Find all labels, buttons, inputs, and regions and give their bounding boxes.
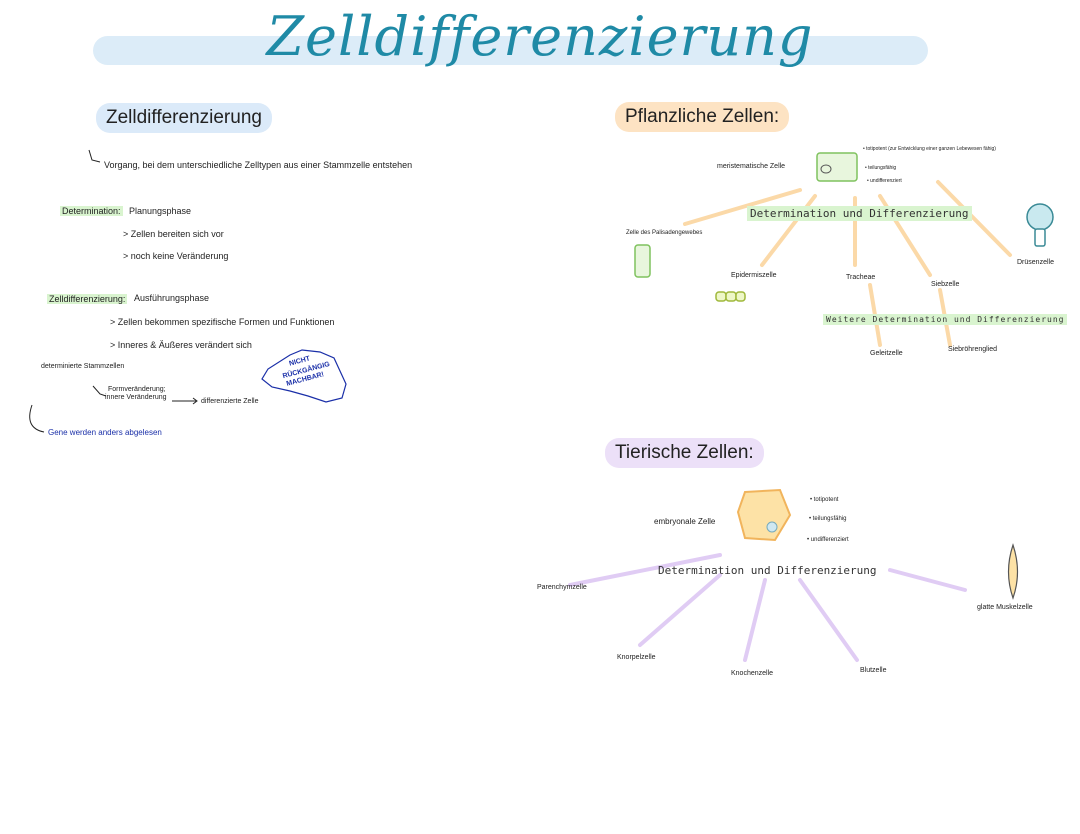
stamp-outline-icon — [261, 349, 347, 403]
differentiation-phase: Ausführungsphase — [134, 293, 210, 303]
siebroehre-label: Siebröhrenglied — [948, 346, 998, 353]
plant-further-label: Weitere Determination und Differenzierun… — [823, 312, 1068, 325]
title-banner — [93, 36, 928, 65]
gland-cell-icon — [1026, 203, 1054, 247]
determination-point-1: > Zellen bereiten sich vor — [123, 229, 224, 239]
sieb-label: Siebzelle — [931, 281, 960, 288]
meristem-prop-3: • undifferenziert — [867, 178, 902, 184]
meristem-prop-1: • totipotent (zur Entwicklung einer ganz… — [863, 146, 996, 152]
blut-label: Blutzelle — [860, 667, 887, 674]
epidermis-cell-icon — [715, 291, 746, 302]
differentiated-cell: differenzierte Zelle — [201, 398, 259, 405]
embryo-prop-3: • undifferenziert — [807, 537, 849, 543]
epidermis-label: Epidermiszelle — [731, 272, 777, 279]
meristem-prop-2: • teilungsfähig — [865, 165, 897, 171]
section-pill-tierische-zellen: Tierische Zellen: — [605, 438, 764, 468]
differentiation-label: Zelldifferenzierung: — [47, 294, 128, 304]
genes-note: Gene werden anders abgelesen — [48, 428, 162, 437]
page-title: Zelldifferenzierung — [266, 5, 814, 68]
embryo-prop-1: • totipotent — [810, 497, 839, 503]
parenchym-label: Parenchymzelle — [537, 584, 587, 591]
plant-det-diff-label: Determination und Differenzierung — [747, 206, 972, 221]
embryonic-cell-icon — [736, 488, 792, 542]
left-arrows — [29, 149, 198, 433]
determination-label: Determination: — [60, 206, 123, 216]
muskel-label: glatte Muskelzelle — [977, 604, 1033, 611]
section-pill-pflanzliche-zellen: Pflanzliche Zellen: — [615, 102, 790, 132]
differentiation-point-2: > Inneres & Äußeres verändert sich — [110, 340, 252, 350]
section-pill-zelldifferenzierung: Zelldifferenzierung — [96, 103, 272, 133]
embryo-label: embryonale Zelle — [654, 517, 716, 526]
form-change-2: innere Veränderung — [105, 394, 167, 401]
geleitzelle-label: Geleitzelle — [870, 350, 903, 357]
determination-phase: Planungsphase — [129, 206, 192, 216]
muscle-cell-icon — [1007, 543, 1019, 600]
form-change-1: Formveränderung; — [108, 386, 166, 393]
definition-text: Vorgang, bei dem unterschiedliche Zellty… — [104, 160, 413, 170]
palisade-cell-icon — [634, 244, 651, 278]
knochen-label: Knochenzelle — [731, 670, 774, 677]
meristem-label: meristematische Zelle — [717, 163, 786, 170]
knorpel-label: Knorpelzelle — [617, 654, 656, 661]
embryo-prop-2: • teilungsfähig — [809, 516, 847, 522]
trachee-label: Tracheae — [846, 274, 876, 281]
palisade-label: Zelle des Palisadengewebes — [626, 230, 703, 236]
animal-det-diff-label: Determination und Differenzierung — [658, 564, 877, 577]
differentiation-point-1: > Zellen bekommen spezifische Formen und… — [110, 317, 335, 327]
determined-stem-cells: determinierte Stammzellen — [41, 363, 125, 370]
animal-connector-lines — [568, 553, 967, 662]
druesen-label: Drüsenzelle — [1017, 259, 1054, 266]
determination-point-2: > noch keine Veränderung — [123, 251, 229, 261]
meristem-cell-icon — [816, 152, 858, 182]
